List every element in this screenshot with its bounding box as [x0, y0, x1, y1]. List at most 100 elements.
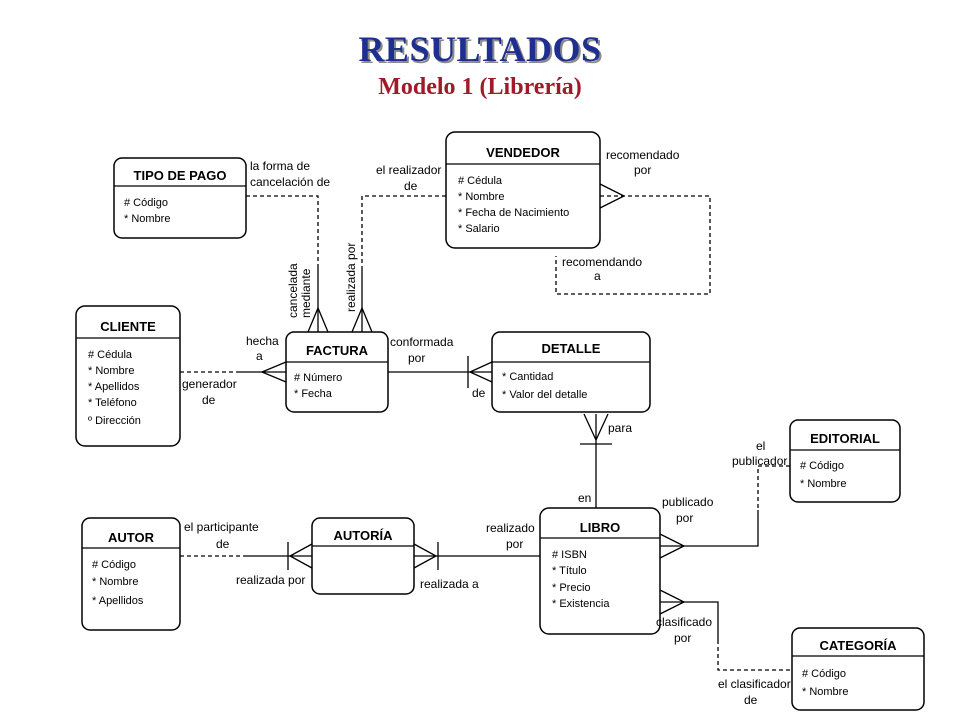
- entity-box-factura: [285, 331, 389, 413]
- attr-cliente-1: * Nombre: [88, 365, 134, 377]
- rel-label-clasificado-1: por: [674, 631, 691, 645]
- attr-autor-0: # Código: [92, 559, 136, 571]
- entity-box-libro: [539, 507, 661, 635]
- entity-box-vendedor: [445, 131, 601, 249]
- rel-label-realizado-por-0: realizado: [486, 521, 535, 535]
- entity-box-autor: [81, 517, 181, 631]
- attr-categoria-1: * Nombre: [802, 686, 848, 698]
- rel-label-clasificador-1: de: [744, 693, 758, 707]
- attr-tipo-pago-0: # Código: [124, 197, 168, 209]
- page-title: RESULTADOS: [358, 29, 602, 69]
- rel-label-generador-0: generador: [182, 377, 237, 391]
- rel-line-vendedor-factura: [361, 195, 446, 266]
- attr-detalle-1: * Valor del detalle: [502, 389, 587, 401]
- entity-name-libro: LIBRO: [580, 520, 620, 535]
- crowfoot-factura-tipopago: [307, 306, 329, 333]
- page-subtitle: Modelo 1 (Librería): [378, 74, 582, 100]
- rel-label-conformada-1: por: [408, 351, 425, 365]
- rel-label-hecha-0: hecha: [246, 334, 279, 348]
- rel-label-publicado-por-1: por: [676, 511, 693, 525]
- attr-libro-0: # ISBN: [552, 549, 587, 561]
- rel-label-recomendado-1: por: [634, 163, 651, 177]
- rel-label-de-detalle: de: [472, 386, 486, 400]
- entity-name-tipo-pago: TIPO DE PAGO: [134, 168, 227, 183]
- entity-box-detalle: [491, 331, 651, 413]
- rel-label-generador-1: de: [202, 393, 216, 407]
- entity-box-categoria: [791, 627, 925, 711]
- attr-libro-3: * Existencia: [552, 598, 610, 610]
- entity-name-autor: AUTOR: [108, 530, 155, 545]
- rel-label-forma-cancelacion-0: la forma de: [250, 159, 310, 173]
- attr-libro-2: * Precio: [552, 582, 591, 594]
- attr-vendedor-0: # Cédula: [458, 175, 503, 187]
- rel-label-publicador-1: publicador: [732, 454, 787, 468]
- entity-name-categoria: CATEGORÍA: [819, 638, 897, 653]
- attr-autor-1: * Nombre: [92, 576, 138, 588]
- crowfoot-factura-vendedor: [351, 306, 373, 333]
- rel-label-recomendando-0: recomendando: [562, 255, 642, 269]
- rel-line-vendedor-recursive: [555, 195, 711, 295]
- crowfoot-detalle-factura: [468, 361, 493, 383]
- rel-label-recomendado-0: recomendado: [606, 148, 680, 162]
- rel-label-en: en: [578, 491, 591, 505]
- rel-label-participante-1: de: [216, 537, 230, 551]
- attr-libro-1: * Título: [552, 565, 587, 577]
- crowfoot-vendedor-recursive: [599, 183, 626, 209]
- rel-label-hecha-1: a: [256, 349, 263, 363]
- rel-label-realizada-por: realizada por: [236, 573, 305, 587]
- entity-box-cliente: [75, 305, 181, 447]
- rel-label-participante-0: el participante: [184, 520, 259, 534]
- attr-cliente-3: * Teléfono: [88, 397, 137, 409]
- rel-label-forma-cancelacion-1: cancelación de: [250, 175, 330, 189]
- rel-line-editorial-libro: [757, 465, 790, 510]
- attr-detalle-0: * Cantidad: [502, 371, 553, 383]
- crowfoot-libro-editorial: [659, 533, 686, 559]
- crowfoot-autoria-autor: [288, 543, 313, 569]
- crowfoot-libro-categoria: [659, 589, 686, 615]
- attr-editorial-0: # Código: [800, 460, 844, 472]
- attr-factura-0: # Número: [294, 372, 342, 384]
- crowfoot-autoria-libro: [413, 543, 438, 569]
- entity-name-editorial: EDITORIAL: [810, 431, 880, 446]
- rel-label-publicador-0: el: [756, 439, 765, 453]
- rel-label-clasificador-0: el clasificador: [718, 677, 791, 691]
- er-diagram: TIPO DE PAGO VENDEDOR CLIENTE FACTURA DE…: [64, 128, 960, 720]
- attr-vendedor-1: * Nombre: [458, 191, 504, 203]
- rel-label-realizado-por-1: por: [506, 537, 523, 551]
- rel-line-tipopago-factura: [246, 195, 319, 266]
- rel-label-realizador-0: el realizador: [376, 163, 441, 177]
- rel-line-editorial-libro-solid: [660, 510, 759, 547]
- rel-label-recomendando-1: a: [594, 269, 601, 283]
- entity-name-cliente: CLIENTE: [100, 319, 156, 334]
- rel-label-realizada-por-v: realizada por: [344, 243, 358, 312]
- rel-label-realizada-a: realizada a: [420, 577, 479, 591]
- rel-label-cancelada-0: cancelada: [286, 263, 300, 318]
- rel-label-para: para: [608, 421, 632, 435]
- rel-label-clasificado-0: clasificado: [656, 615, 712, 629]
- entity-box-tipo-pago: [113, 157, 247, 239]
- rel-line-libro-categoria: [660, 601, 719, 640]
- entity-box-autoria: [311, 517, 415, 595]
- attr-autor-2: * Apellidos: [92, 595, 144, 607]
- entity-box-editorial: [789, 419, 901, 503]
- attr-cliente-4: º Dirección: [88, 415, 141, 427]
- attr-categoria-0: # Código: [802, 668, 846, 680]
- rel-label-conformada-0: conformada: [390, 335, 454, 349]
- rel-label-cancelada-1: mediante: [299, 268, 313, 318]
- entity-name-autoria: AUTORÍA: [334, 528, 394, 543]
- attr-tipo-pago-1: * Nombre: [124, 213, 170, 225]
- attr-vendedor-2: * Fecha de Nacimiento: [458, 207, 569, 219]
- crowfoot-factura-cliente: [260, 361, 287, 383]
- attr-cliente-2: * Apellidos: [88, 381, 140, 393]
- attr-vendedor-3: * Salario: [458, 223, 500, 235]
- attr-editorial-1: * Nombre: [800, 478, 846, 490]
- rel-line-libro-categoria-dashed: [717, 640, 792, 671]
- rel-label-publicado-por-0: publicado: [662, 495, 714, 509]
- rel-label-realizador-1: de: [404, 179, 418, 193]
- attr-factura-1: * Fecha: [294, 388, 333, 400]
- entity-name-vendedor: VENDEDOR: [486, 145, 560, 160]
- entity-name-detalle: DETALLE: [542, 341, 601, 356]
- entity-name-factura: FACTURA: [306, 343, 369, 358]
- attr-cliente-0: # Cédula: [88, 349, 133, 361]
- crowfoot-detalle-libro: [583, 413, 609, 442]
